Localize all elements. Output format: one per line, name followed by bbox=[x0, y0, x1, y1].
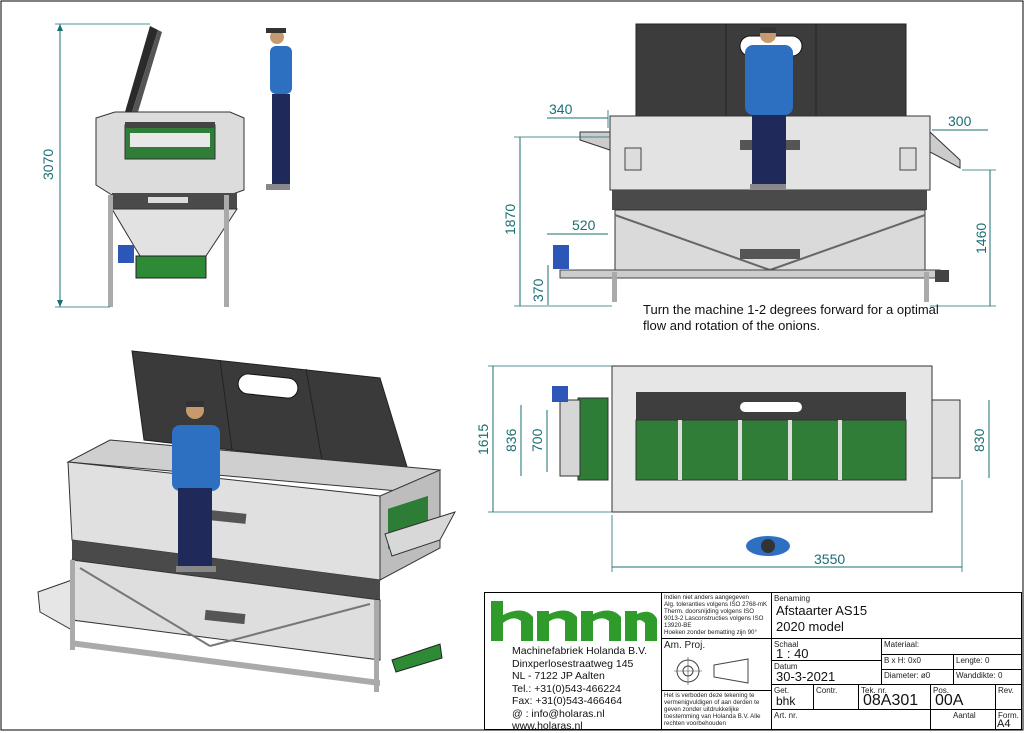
dim-top-836: 836 bbox=[503, 428, 519, 452]
get-value: bhk bbox=[776, 694, 796, 708]
teknr-value: 08A301 bbox=[863, 692, 919, 709]
form-value: A4 bbox=[997, 718, 1011, 730]
dim-front-300: 300 bbox=[948, 113, 972, 129]
bxh-field: B x H: 0x0 bbox=[884, 656, 921, 665]
dim-top-830: 830 bbox=[971, 428, 987, 452]
pos-label: Pos. bbox=[933, 686, 950, 695]
get-label: Get. bbox=[774, 686, 790, 695]
datum-label: Datum bbox=[774, 662, 798, 671]
wanddikte-field: Wanddikte: 0 bbox=[956, 671, 1003, 680]
top-view: 1615 836 700 830 3550 bbox=[475, 365, 990, 572]
datum-value: 30-3-2021 bbox=[776, 669, 836, 684]
form-label: Form. bbox=[998, 711, 1019, 720]
pos-value: 00A bbox=[935, 692, 964, 709]
dim-top-1615: 1615 bbox=[475, 424, 491, 455]
artnr-label: Art. nr. bbox=[774, 711, 798, 720]
dim-side-height: 3070 bbox=[40, 149, 56, 180]
copyright-text: Het is verboden deze tekening te vermeni… bbox=[664, 692, 761, 727]
isometric-view bbox=[37, 350, 457, 692]
flow-note: Turn the machine 1-2 degrees forward for… bbox=[643, 302, 939, 333]
dim-front-1870: 1870 bbox=[502, 204, 518, 235]
diameter-field: Diameter: ø0 bbox=[884, 671, 931, 680]
teknr-label: Tek. nr. bbox=[861, 686, 887, 695]
projection-symbol-icon bbox=[674, 657, 749, 685]
front-view: 340 300 1870 520 370 1460 bbox=[502, 23, 996, 307]
dim-top-3550: 3550 bbox=[814, 551, 845, 567]
aantal-label: Aantal bbox=[953, 711, 976, 720]
dim-front-520: 520 bbox=[572, 217, 596, 233]
contr-label: Contr. bbox=[816, 686, 838, 695]
schaal-label: Schaal bbox=[774, 640, 799, 649]
lengte-field: Lengte: 0 bbox=[956, 656, 990, 665]
materiaal-label: Materiaal: bbox=[884, 640, 920, 649]
side-view: 3070 bbox=[40, 23, 292, 308]
rev-label: Rev. bbox=[998, 686, 1014, 695]
tolerances-text: Indien niet anders aangegeven Alg. toler… bbox=[664, 594, 768, 636]
title-block: Machinefabriek Holanda B.V. Dinxperloses… bbox=[484, 592, 1022, 732]
dim-top-700: 700 bbox=[529, 428, 545, 452]
dim-front-370: 370 bbox=[530, 278, 546, 302]
product-model: 2020 model bbox=[776, 619, 844, 634]
company-address: Machinefabriek Holanda B.V. Dinxperloses… bbox=[512, 645, 648, 732]
benaming-label: Benaming bbox=[774, 594, 811, 603]
dim-front-1460: 1460 bbox=[973, 223, 989, 254]
dim-front-340: 340 bbox=[549, 101, 573, 117]
holanda-logo bbox=[491, 601, 657, 641]
product-name: Afstaarter AS15 bbox=[776, 603, 868, 618]
schaal-value: 1 : 40 bbox=[776, 646, 809, 661]
projection-label: Am. Proj. bbox=[664, 640, 706, 651]
